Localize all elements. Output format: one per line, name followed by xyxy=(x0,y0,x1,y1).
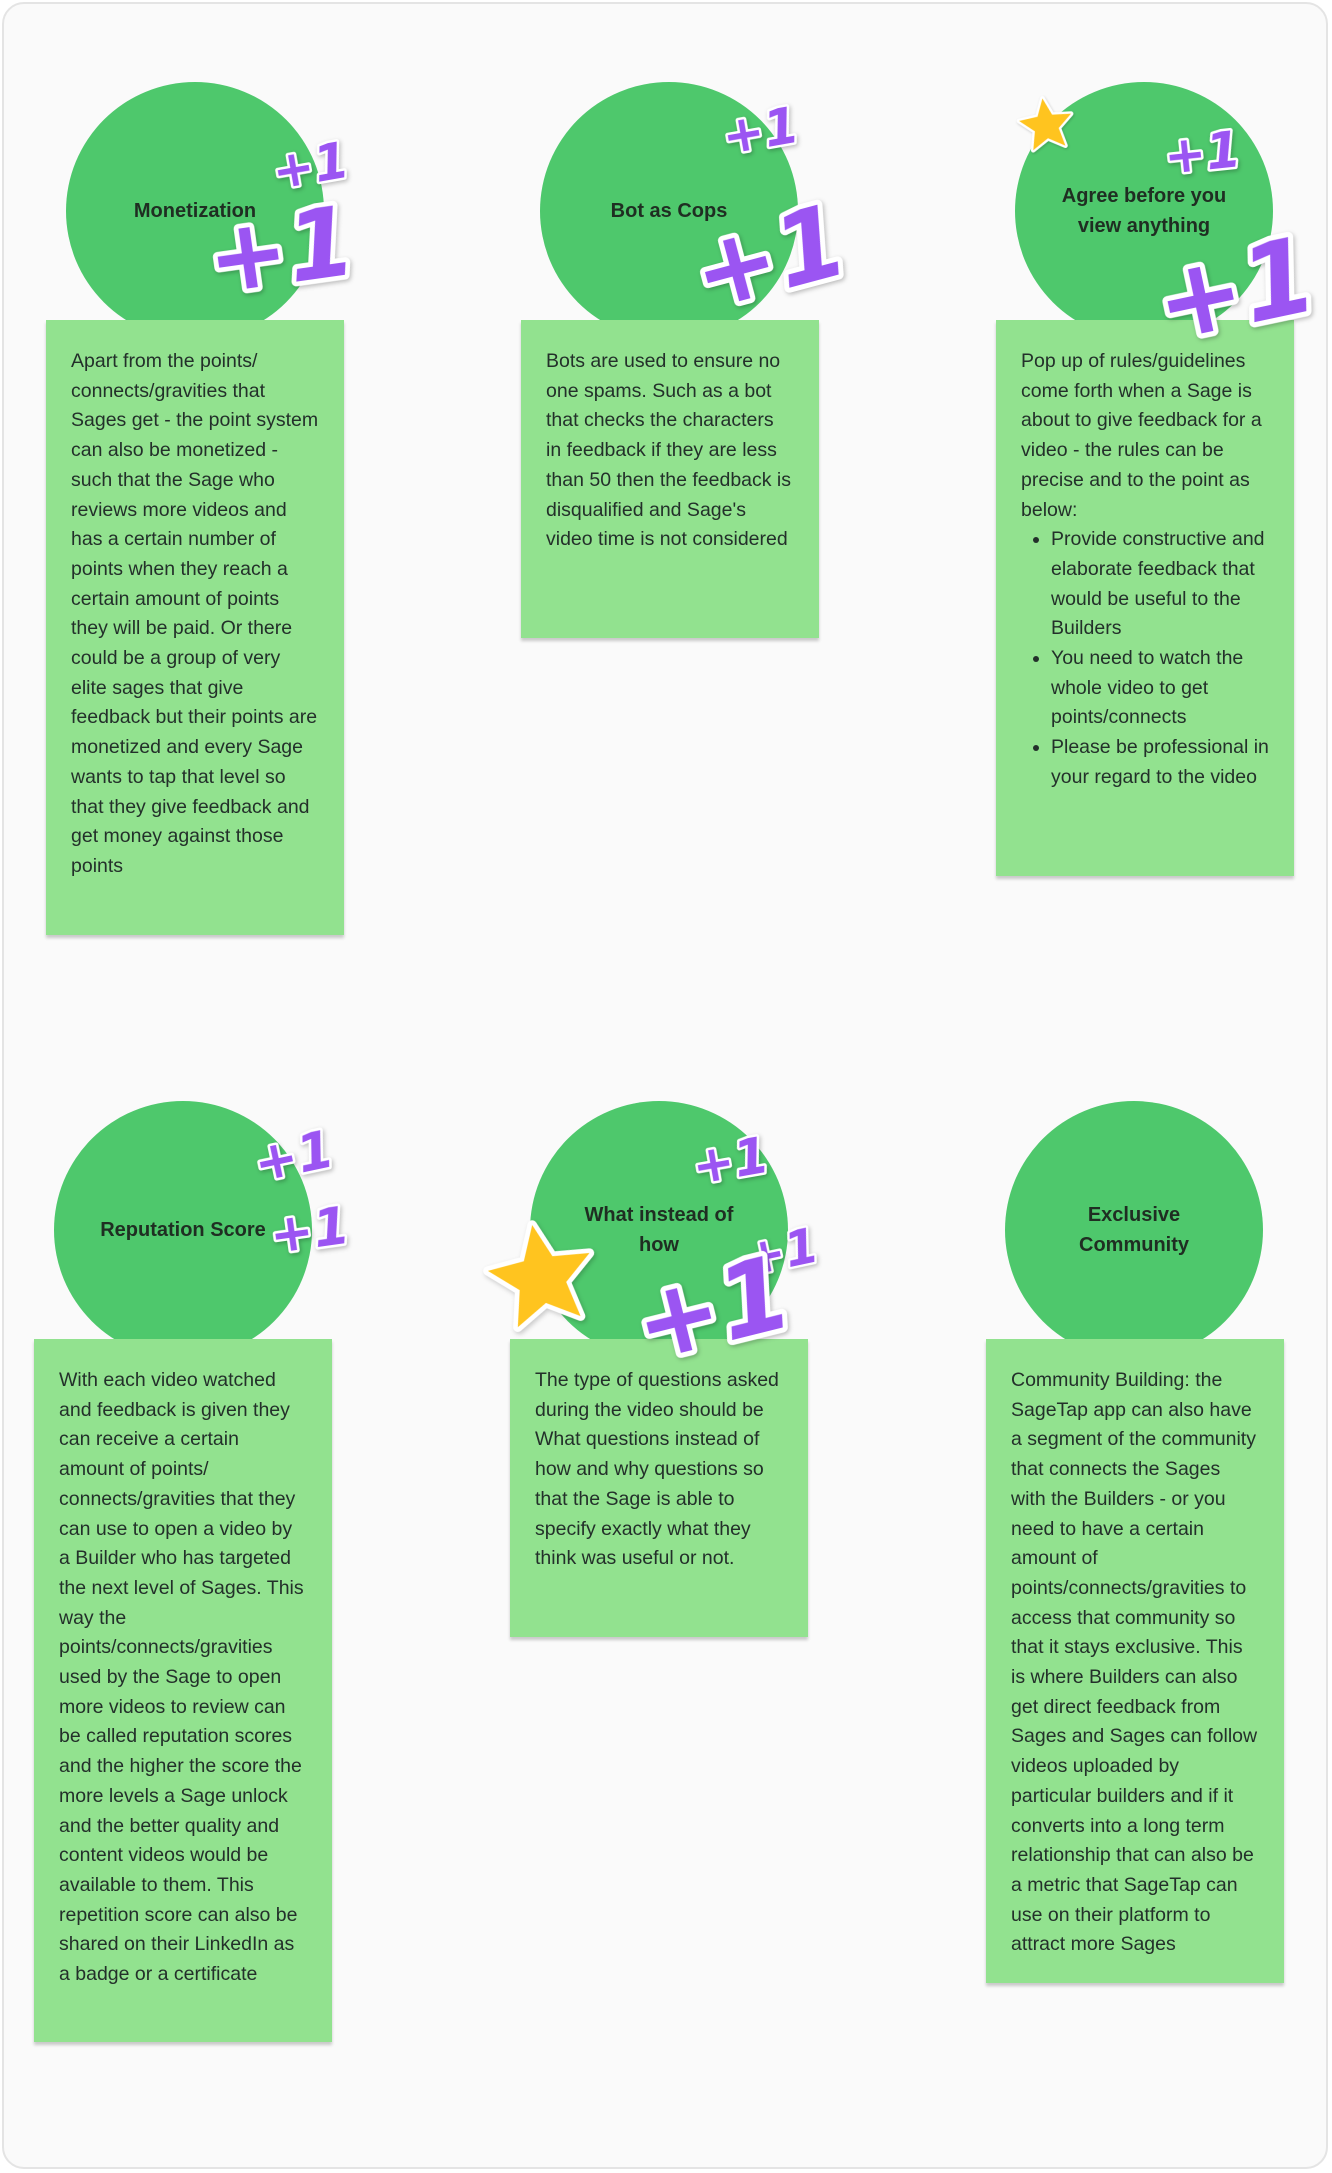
star-icon xyxy=(1016,96,1074,153)
cluster-title: Bot as Cops xyxy=(610,200,728,222)
star-icon xyxy=(483,1220,595,1332)
plus-one-icon: +1 xyxy=(685,1123,776,1198)
cluster-circle-bot-as-cops[interactable]: Bot as Cops xyxy=(540,82,798,340)
svg-text:+1: +1 xyxy=(249,1119,339,1194)
sticky-note-reputation-score[interactable]: With each video watched and feedback is … xyxy=(34,1339,332,2042)
sticky-note-bot-as-cops[interactable]: Bots are used to ensure no one spams. Su… xyxy=(521,320,819,638)
note-text: Community Building: the SageTap app can … xyxy=(1011,1369,1258,1956)
guideline-list: Provide constructive and elaborate feedb… xyxy=(1021,525,1269,792)
guideline-item: You need to watch the whole video to get… xyxy=(1051,644,1269,733)
plus-one-icon: +1 xyxy=(715,93,806,168)
note-text: Bots are used to ensure no one spams. Su… xyxy=(546,350,792,551)
svg-text:+1: +1 xyxy=(718,96,804,166)
cluster-circle-exclusive-community[interactable]: Exclusive Community xyxy=(1005,1101,1263,1359)
plus-one-icon: +1 xyxy=(1159,118,1246,189)
plus-one-icon: +1 xyxy=(246,1116,342,1196)
cluster-title: Agree before you view anything xyxy=(1061,185,1227,237)
cluster-title: Reputation Score xyxy=(100,1219,266,1241)
guideline-item: Provide constructive and elaborate feedb… xyxy=(1051,525,1269,644)
plus-one-sticker[interactable]: +1 xyxy=(1139,208,1331,371)
note-text: With each video watched and feedback is … xyxy=(59,1369,304,1986)
plus-one-sticker[interactable]: +1 xyxy=(263,1193,356,1269)
sticky-note-exclusive-community[interactable]: Community Building: the SageTap app can … xyxy=(986,1339,1284,1983)
plus-one-sticker[interactable]: +1 xyxy=(195,180,366,321)
plus-one-icon: +1 xyxy=(675,176,863,339)
svg-text:+1: +1 xyxy=(266,1195,353,1266)
note-text: Pop up of rules/guidelines come forth wh… xyxy=(1021,350,1262,521)
plus-one-icon: +1 xyxy=(265,128,356,203)
plus-one-icon: +1 xyxy=(1139,208,1331,371)
sticky-note-what-instead-of-how[interactable]: The type of questions asked during the v… xyxy=(510,1339,808,1637)
plus-one-sticker[interactable]: +1 xyxy=(1159,118,1246,189)
plus-one-sticker[interactable]: +1 xyxy=(246,1116,342,1196)
plus-one-sticker[interactable]: +1 xyxy=(265,128,356,203)
plus-one-sticker[interactable]: +1 xyxy=(675,176,863,339)
svg-text:+1: +1 xyxy=(200,185,361,316)
plus-one-icon: +1 xyxy=(195,180,366,321)
cluster-title: Monetization xyxy=(133,200,257,222)
cluster-circle-monetization[interactable]: Monetization xyxy=(66,82,324,340)
svg-text:+1: +1 xyxy=(1161,120,1243,186)
svg-text:+1: +1 xyxy=(268,131,354,201)
guideline-item: Please be professional in your regard to… xyxy=(1051,733,1269,792)
plus-one-icon: +1 xyxy=(263,1193,356,1269)
star-sticker[interactable] xyxy=(1012,90,1080,158)
sticky-note-monetization[interactable]: Apart from the points/ connects/gravitie… xyxy=(46,320,344,935)
cluster-title: What instead of how xyxy=(584,1204,734,1256)
note-text: The type of questions asked during the v… xyxy=(535,1369,779,1570)
cluster-circle-agree-before-view[interactable]: Agree before you view anything xyxy=(1015,82,1273,340)
cluster-title: Exclusive Community xyxy=(1079,1204,1189,1256)
cluster-circle-reputation-score[interactable]: Reputation Score xyxy=(54,1101,312,1359)
plus-one-sticker[interactable]: +1 xyxy=(685,1123,776,1198)
star-sticker[interactable] xyxy=(473,1207,610,1344)
plus-one-sticker[interactable]: +1 xyxy=(617,1227,808,1391)
note-text: Apart from the points/ connects/gravitie… xyxy=(71,350,319,877)
plus-one-icon: +1 xyxy=(617,1227,808,1391)
plus-one-sticker[interactable]: +1 xyxy=(715,93,806,168)
sticky-note-agree-before-view[interactable]: Pop up of rules/guidelines come forth wh… xyxy=(996,320,1294,876)
